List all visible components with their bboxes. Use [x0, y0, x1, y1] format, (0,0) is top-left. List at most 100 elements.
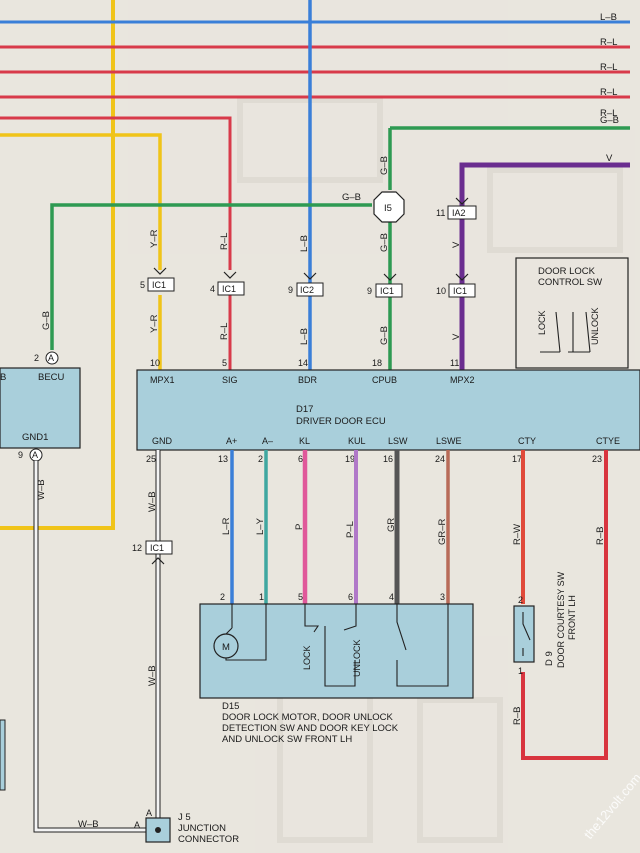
- svg-text:MPX2: MPX2: [450, 375, 475, 385]
- svg-text:AND UNLOCK SW FRONT LH: AND UNLOCK SW FRONT LH: [222, 734, 352, 745]
- splice-i5: I5: [373, 191, 405, 223]
- svg-text:DRIVER DOOR ECU: DRIVER DOOR ECU: [296, 416, 386, 427]
- svg-text:IA2: IA2: [452, 208, 466, 218]
- svg-text:M: M: [222, 642, 230, 653]
- left-edge-box: [0, 719, 6, 791]
- svg-text:1: 1: [518, 666, 523, 676]
- svg-text:UNLOCK: UNLOCK: [352, 639, 362, 677]
- svg-text:V: V: [451, 241, 462, 248]
- svg-text:R–L: R–L: [219, 233, 230, 250]
- svg-text:W–B: W–B: [147, 491, 158, 512]
- svg-text:1: 1: [259, 592, 264, 602]
- svg-text:GND: GND: [152, 436, 173, 446]
- upper-wire-labels: Y–R Y–R R–L R–L L–B L–B G–B G–B G–B V V …: [41, 156, 462, 345]
- junction-connector-j5: A A J 5 JUNCTION CONNECTOR W–B: [78, 808, 239, 845]
- svg-text:5: 5: [222, 358, 227, 368]
- svg-text:R–W: R–W: [512, 524, 523, 545]
- svg-text:12: 12: [132, 543, 142, 553]
- svg-text:W–B: W–B: [36, 479, 47, 500]
- top-wire-label: L–B: [600, 12, 617, 23]
- svg-text:2: 2: [518, 595, 523, 605]
- svg-text:LSW: LSW: [388, 436, 408, 446]
- top-wire-label: G–B: [600, 115, 619, 126]
- svg-text:IC1: IC1: [152, 280, 166, 290]
- svg-text:R–B: R–B: [512, 707, 523, 725]
- svg-text:10: 10: [150, 358, 160, 368]
- svg-text:W–B: W–B: [147, 665, 158, 686]
- svg-text:4: 4: [210, 284, 215, 294]
- svg-text:DETECTION SW AND DOOR KEY LOCK: DETECTION SW AND DOOR KEY LOCK: [222, 723, 399, 734]
- svg-text:14: 14: [298, 358, 308, 368]
- svg-text:CTYE: CTYE: [596, 436, 620, 446]
- svg-text:A+: A+: [226, 436, 237, 446]
- svg-text:IC1: IC1: [380, 286, 394, 296]
- svg-text:KL: KL: [299, 436, 310, 446]
- svg-text:23: 23: [592, 454, 602, 464]
- svg-text:4: 4: [389, 592, 394, 602]
- svg-text:Y–R: Y–R: [149, 314, 160, 333]
- svg-text:G–B: G–B: [379, 156, 390, 175]
- svg-text:25: 25: [146, 454, 156, 464]
- svg-text:CTY: CTY: [518, 436, 536, 446]
- svg-text:9: 9: [288, 285, 293, 295]
- svg-text:CPUB: CPUB: [372, 375, 397, 385]
- svg-text:R–B: R–B: [595, 527, 606, 545]
- svg-text:9: 9: [18, 450, 23, 460]
- svg-text:6: 6: [348, 592, 353, 602]
- connector-ic1-gnd: IC1 12: [132, 540, 173, 565]
- svg-text:L–Y: L–Y: [255, 517, 266, 535]
- svg-text:G–B: G–B: [41, 311, 52, 330]
- svg-text:J 5: J 5: [178, 812, 191, 823]
- svg-text:5: 5: [140, 280, 145, 290]
- svg-text:G–B: G–B: [379, 233, 390, 252]
- svg-text:6: 6: [298, 454, 303, 464]
- svg-text:B: B: [0, 372, 6, 383]
- svg-text:A: A: [146, 808, 152, 818]
- svg-text:DOOR LOCK MOTOR, DOOR UNLOCK: DOOR LOCK MOTOR, DOOR UNLOCK: [222, 712, 394, 723]
- svg-text:5: 5: [298, 592, 303, 602]
- svg-text:MPX1: MPX1: [150, 375, 175, 385]
- svg-text:D17: D17: [296, 404, 313, 415]
- svg-text:LOCK: LOCK: [302, 645, 312, 670]
- door-lock-motor-d15: 2 1 5 6 4 3 M LOCK UNLOCK D15 DOOR LOCK …: [199, 592, 474, 745]
- svg-text:D 9: D 9: [544, 651, 555, 666]
- svg-text:2: 2: [220, 592, 225, 602]
- svg-text:BDR: BDR: [298, 375, 318, 385]
- svg-text:IC2: IC2: [300, 285, 314, 295]
- svg-text:18: 18: [372, 358, 382, 368]
- svg-text:A–: A–: [262, 436, 273, 446]
- svg-text:11: 11: [450, 358, 459, 368]
- svg-text:10: 10: [436, 286, 446, 296]
- left-ecu-box: B BECU GND1 A 2 A 9: [0, 351, 81, 462]
- svg-text:CONTROL SW: CONTROL SW: [538, 277, 602, 288]
- svg-text:GR–R: GR–R: [437, 518, 448, 545]
- svg-text:SIG: SIG: [222, 375, 238, 385]
- svg-text:16: 16: [383, 454, 393, 464]
- top-wire-label: R–L: [600, 87, 617, 98]
- svg-text:BECU: BECU: [38, 372, 65, 383]
- svg-text:D15: D15: [222, 701, 239, 712]
- svg-text:3: 3: [440, 592, 445, 602]
- door-lock-control-sw: DOOR LOCK CONTROL SW LOCK UNLOCK: [515, 257, 629, 369]
- door-courtesy-sw-d9: 2 1 D 9 DOOR COURTESY SW FRONT LH: [513, 571, 577, 676]
- svg-text:R–L: R–L: [219, 323, 230, 340]
- lower-wire-labels: W–B W–B W–B L–R L–Y P P–L GR GR–R R–W R–…: [36, 479, 606, 725]
- svg-text:DOOR LOCK: DOOR LOCK: [538, 266, 596, 277]
- svg-text:W–B: W–B: [78, 819, 99, 830]
- connector-ia2: IA2 11: [436, 205, 477, 220]
- svg-text:IC1: IC1: [222, 284, 236, 294]
- svg-text:KUL: KUL: [348, 436, 366, 446]
- svg-text:V: V: [451, 333, 462, 340]
- ic-connectors: IC1 5 IC1 4 IC2 9 IC1 9 IC1 10: [140, 277, 476, 298]
- svg-text:A: A: [32, 450, 38, 460]
- splice-wire-label: G–B: [342, 192, 361, 203]
- svg-text:11: 11: [436, 208, 445, 218]
- svg-text:17: 17: [512, 454, 522, 464]
- svg-text:A: A: [134, 820, 140, 830]
- lower-wire-bundle: [33, 450, 608, 833]
- svg-text:LOCK: LOCK: [537, 310, 547, 335]
- svg-text:P: P: [294, 524, 305, 530]
- svg-text:FRONT LH: FRONT LH: [567, 595, 577, 640]
- top-wire-label: R–L: [600, 62, 617, 73]
